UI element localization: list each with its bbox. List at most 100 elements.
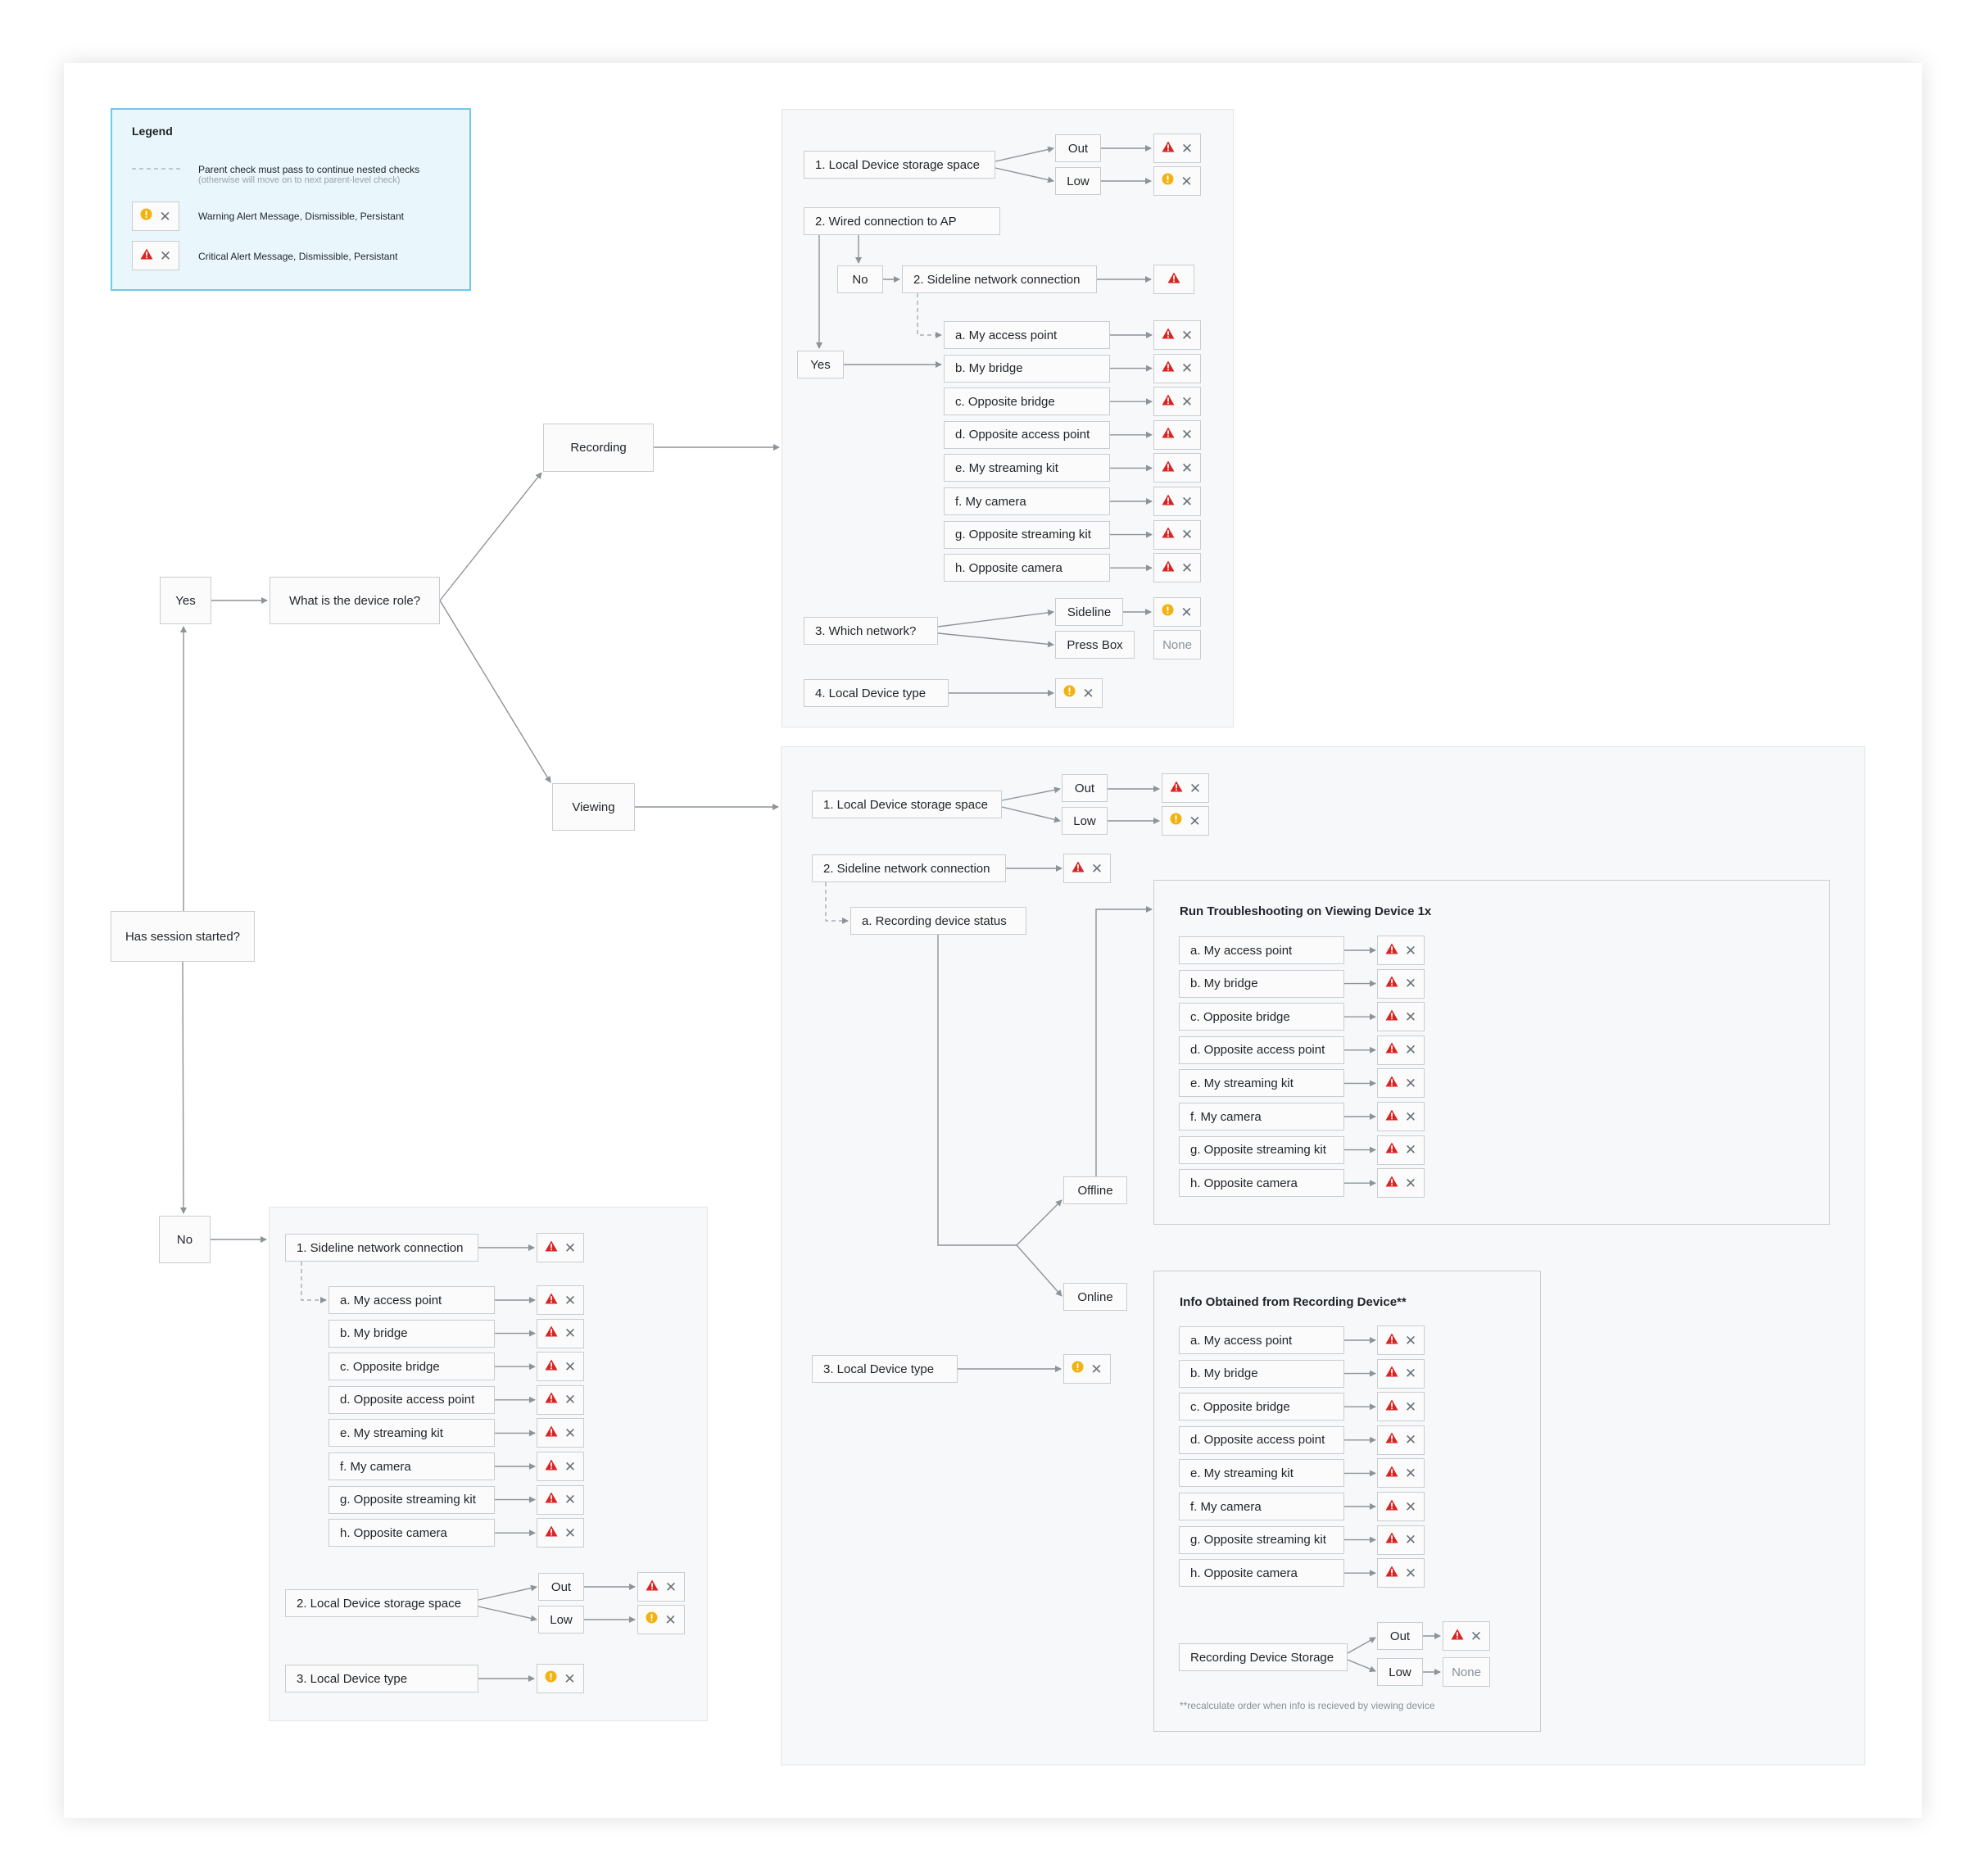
close-icon[interactable]: ✕ bbox=[1180, 140, 1194, 156]
rec-no-node: No bbox=[837, 265, 883, 293]
critical-alert: ✕ bbox=[1063, 854, 1111, 883]
warning-circle-icon bbox=[545, 1670, 557, 1687]
close-icon[interactable]: ✕ bbox=[1404, 1142, 1417, 1158]
rec-sideline-option: Sideline bbox=[1055, 598, 1123, 626]
rec-pressbox-option: Press Box bbox=[1055, 631, 1135, 659]
close-icon[interactable]: ✕ bbox=[1180, 604, 1193, 620]
close-icon[interactable]: ✕ bbox=[564, 1292, 577, 1308]
critical-alert: ✕ bbox=[537, 1318, 584, 1348]
dashed-connector bbox=[301, 1262, 327, 1303]
view-troubleshoot-check-item: e. My streaming kit bbox=[1179, 1069, 1344, 1098]
close-icon[interactable]: ✕ bbox=[1404, 1332, 1417, 1348]
critical-alert: ✕ bbox=[1153, 519, 1201, 550]
critical-alert: ✕ bbox=[637, 1572, 685, 1602]
rec-check-item: c. Opposite bridge bbox=[944, 387, 1110, 416]
close-icon[interactable]: ✕ bbox=[1090, 1361, 1103, 1377]
close-icon[interactable]: ✕ bbox=[564, 1670, 576, 1687]
close-icon[interactable]: ✕ bbox=[1470, 1628, 1483, 1644]
critical-alert: ✕ bbox=[1377, 1102, 1425, 1131]
no-alert-box: None bbox=[1153, 630, 1201, 659]
connector bbox=[478, 1584, 537, 1601]
legend-title: Legend bbox=[132, 125, 173, 138]
rec-check-item: h. Opposite camera bbox=[944, 554, 1110, 582]
viewing-node: Viewing bbox=[552, 783, 635, 831]
close-icon[interactable]: ✕ bbox=[1404, 1075, 1417, 1091]
close-icon[interactable]: ✕ bbox=[1180, 527, 1194, 543]
close-icon[interactable]: ✕ bbox=[1404, 1366, 1417, 1382]
critical-alert: ✕ bbox=[1443, 1621, 1490, 1651]
critical-triangle-icon bbox=[1385, 1009, 1398, 1025]
close-icon[interactable]: ✕ bbox=[664, 1579, 677, 1595]
close-icon[interactable]: ✕ bbox=[564, 1492, 577, 1508]
close-icon[interactable]: ✕ bbox=[1404, 1175, 1417, 1191]
close-icon[interactable]: ✕ bbox=[564, 1525, 577, 1541]
critical-alert: ✕ bbox=[537, 1233, 584, 1262]
view-info-check-item: h. Opposite camera bbox=[1179, 1559, 1344, 1588]
critical-triangle-icon bbox=[1167, 272, 1180, 288]
close-icon[interactable]: ✕ bbox=[1180, 173, 1193, 189]
close-icon[interactable]: ✕ bbox=[1180, 427, 1194, 443]
close-icon[interactable]: ✕ bbox=[564, 1392, 577, 1408]
close-icon[interactable]: ✕ bbox=[1404, 1008, 1417, 1025]
critical-alert: ✕ bbox=[1377, 1325, 1425, 1355]
view-troubleshoot-check-item: h. Opposite camera bbox=[1179, 1169, 1344, 1198]
view-troubleshoot-check-item: f. My camera bbox=[1179, 1103, 1344, 1131]
close-icon[interactable]: ✕ bbox=[1404, 1108, 1417, 1125]
close-icon[interactable]: ✕ bbox=[1082, 685, 1094, 701]
view-storage-node: 1. Local Device storage space bbox=[812, 791, 1002, 818]
critical-triangle-icon bbox=[545, 1525, 558, 1541]
close-icon[interactable]: ✕ bbox=[1404, 1465, 1417, 1481]
close-icon[interactable]: ✕ bbox=[1404, 1532, 1417, 1548]
critical-alert: ✕ bbox=[1377, 1068, 1425, 1099]
close-icon[interactable]: ✕ bbox=[564, 1239, 577, 1256]
critical-triangle-icon bbox=[646, 1579, 659, 1595]
rec-check-item: e. My streaming kit bbox=[944, 454, 1110, 483]
close-icon[interactable]: ✕ bbox=[1404, 1498, 1417, 1515]
troubleshooting-title: Run Troubleshooting on Viewing Device 1x bbox=[1180, 904, 1432, 918]
view-info-check-item: b. My bridge bbox=[1179, 1359, 1344, 1388]
close-icon[interactable]: ✕ bbox=[564, 1325, 577, 1342]
diagram-canvas: Legend Parent check must pass to continu… bbox=[64, 63, 1922, 1818]
view-type-node: 3. Local Device type bbox=[812, 1355, 958, 1383]
view-info-check-item: a. My access point bbox=[1179, 1326, 1344, 1354]
warning-alert: ✕ bbox=[1055, 678, 1103, 708]
critical-triangle-icon bbox=[545, 1240, 558, 1256]
close-icon[interactable]: ✕ bbox=[1404, 1565, 1417, 1581]
close-icon[interactable]: ✕ bbox=[1180, 460, 1194, 476]
critical-triangle-icon bbox=[1385, 1042, 1398, 1058]
close-icon[interactable]: ✕ bbox=[564, 1358, 577, 1375]
close-icon[interactable]: ✕ bbox=[1404, 1432, 1417, 1448]
close-icon[interactable]: ✕ bbox=[1404, 1398, 1417, 1415]
close-icon[interactable]: ✕ bbox=[1180, 493, 1194, 510]
view-info-check-item: c. Opposite bridge bbox=[1179, 1393, 1344, 1421]
view-troubleshoot-check-item: c. Opposite bridge bbox=[1179, 1003, 1344, 1031]
close-icon[interactable]: ✕ bbox=[1189, 813, 1201, 829]
critical-triangle-icon bbox=[1162, 460, 1175, 476]
critical-alert: ✕ bbox=[1377, 1168, 1425, 1199]
no-check-item: f. My camera bbox=[328, 1452, 495, 1480]
close-icon[interactable]: ✕ bbox=[1180, 327, 1194, 343]
close-icon[interactable]: ✕ bbox=[1189, 780, 1202, 796]
close-icon[interactable]: ✕ bbox=[1180, 360, 1194, 377]
close-icon[interactable]: ✕ bbox=[1404, 976, 1417, 992]
critical-triangle-icon bbox=[1385, 976, 1398, 991]
close-icon[interactable]: ✕ bbox=[1404, 1042, 1417, 1058]
critical-triangle-icon bbox=[1162, 527, 1175, 542]
critical-alert: ✕ bbox=[1153, 419, 1201, 450]
critical-triangle-icon bbox=[545, 1325, 558, 1341]
warning-circle-icon bbox=[1170, 813, 1182, 829]
no-storage-node: 2. Local Device storage space bbox=[285, 1589, 478, 1617]
view-status-node: a. Recording device status bbox=[850, 907, 1026, 935]
connector bbox=[995, 146, 1054, 162]
connector bbox=[937, 609, 1054, 628]
close-icon[interactable]: ✕ bbox=[564, 1425, 577, 1441]
warning-alert: ✕ bbox=[537, 1664, 584, 1693]
close-icon[interactable]: ✕ bbox=[1090, 860, 1103, 877]
close-icon[interactable]: ✕ bbox=[1180, 393, 1194, 410]
close-icon[interactable]: ✕ bbox=[1404, 942, 1417, 958]
close-icon[interactable]: ✕ bbox=[564, 1458, 577, 1475]
view-info-check-item: f. My camera bbox=[1179, 1493, 1344, 1520]
close-icon[interactable]: ✕ bbox=[664, 1611, 677, 1628]
close-icon[interactable]: ✕ bbox=[1180, 560, 1194, 576]
rec-network-node: 3. Which network? bbox=[804, 617, 938, 645]
